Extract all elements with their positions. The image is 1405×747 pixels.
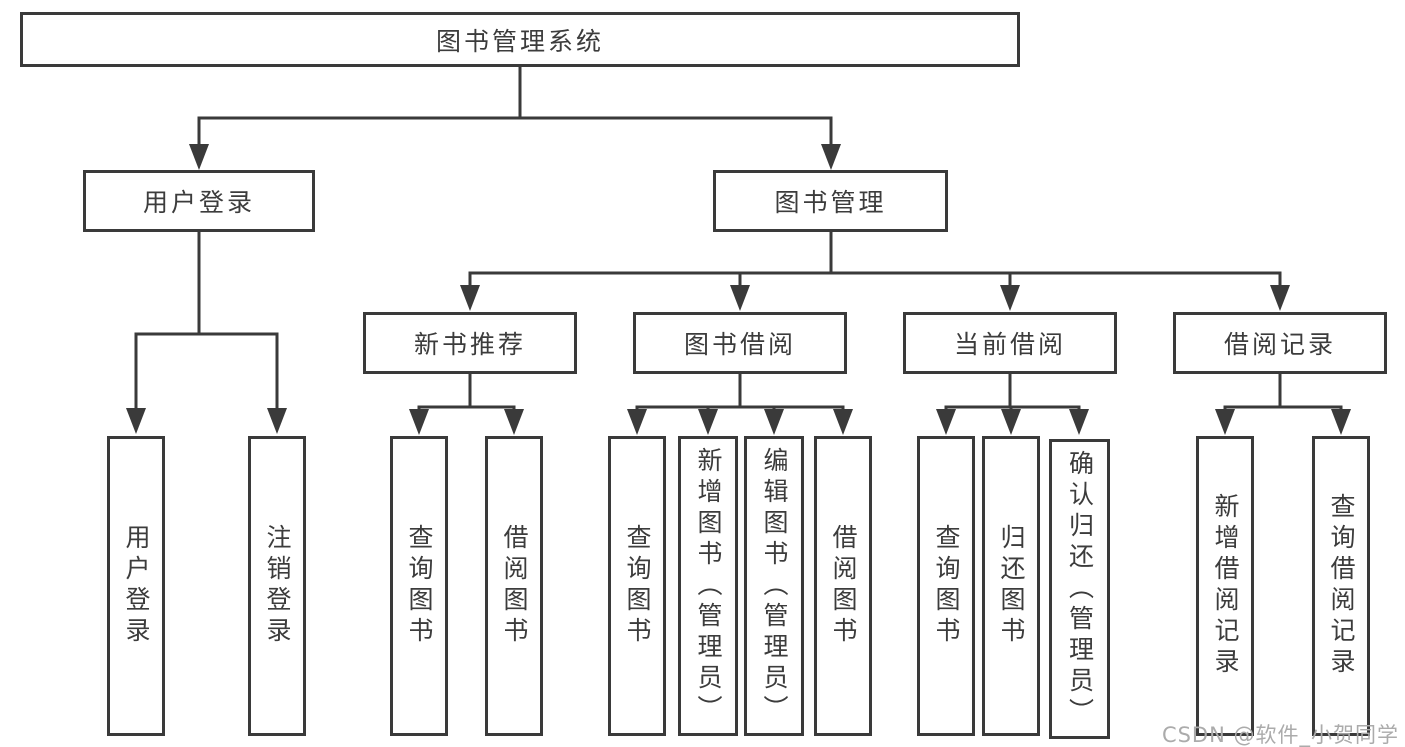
- leaf-records-add-record: 新增借阅记录: [1196, 436, 1254, 736]
- leaf-borrow-edit-book-admin: 编辑图书（管理员）: [744, 436, 804, 736]
- leaf-newbook-query-books: 查询图书: [390, 436, 448, 736]
- leaf-label: 归还图书: [997, 524, 1026, 648]
- leaf-label: 查询图书: [623, 524, 652, 648]
- connector-current-borrow: [944, 374, 1081, 413]
- node-borrow-records: 借阅记录: [1173, 312, 1387, 374]
- leaf-label: 编辑图书（管理员）: [760, 446, 789, 726]
- leaf-label: 借阅图书: [500, 524, 529, 648]
- node-new-book-recommend: 新书推荐: [363, 312, 577, 374]
- node-label: 新书推荐: [413, 330, 526, 359]
- leaf-label: 注销登录: [263, 524, 292, 648]
- leaf-borrow-add-book-admin: 新增图书（管理员）: [678, 436, 738, 736]
- leaf-label: 新增借阅记录: [1211, 493, 1240, 679]
- connector-book-management: [468, 232, 1282, 288]
- connector-new-book: [417, 374, 516, 413]
- connector-root: [197, 67, 833, 148]
- leaf-user-login: 用户登录: [107, 436, 165, 736]
- leaf-label: 查询图书: [405, 524, 434, 648]
- connector-borrow-records: [1223, 374, 1343, 413]
- node-label: 图书借阅: [683, 330, 796, 359]
- leaf-current-query-books: 查询图书: [917, 436, 975, 736]
- leaf-label: 确认归还（管理员）: [1065, 449, 1095, 729]
- node-book-borrow: 图书借阅: [633, 312, 847, 374]
- node-label: 图书管理系统: [435, 26, 604, 56]
- node-label: 当前借阅: [953, 330, 1066, 359]
- connector-user-login: [134, 232, 279, 412]
- connector-book-borrow: [635, 374, 845, 413]
- leaf-label: 新增图书（管理员）: [694, 446, 723, 726]
- arrowheads: [126, 144, 1351, 435]
- leaf-label: 查询借阅记录: [1327, 493, 1356, 679]
- leaf-current-return-books: 归还图书: [982, 436, 1040, 736]
- leaf-borrow-query-books: 查询图书: [608, 436, 666, 736]
- node-label: 用户登录: [142, 188, 255, 217]
- leaf-label: 用户登录: [122, 524, 151, 648]
- leaf-newbook-borrow-books: 借阅图书: [485, 436, 543, 736]
- watermark-text: CSDN @软件_小贺同学: [1161, 723, 1399, 747]
- leaf-label: 借阅图书: [829, 524, 858, 648]
- leaf-label: 查询图书: [932, 524, 961, 648]
- node-user-login: 用户登录: [83, 170, 315, 232]
- node-label: 借阅记录: [1223, 330, 1336, 359]
- leaf-borrow-borrow-books: 借阅图书: [814, 436, 872, 736]
- leaf-logout: 注销登录: [248, 436, 306, 736]
- leaf-records-query-record: 查询借阅记录: [1312, 436, 1370, 736]
- leaf-current-confirm-return-admin: 确认归还（管理员）: [1049, 439, 1110, 739]
- node-current-borrow: 当前借阅: [903, 312, 1117, 374]
- node-book-management: 图书管理: [713, 170, 948, 232]
- node-root: 图书管理系统: [20, 12, 1020, 67]
- node-label: 图书管理: [774, 188, 887, 217]
